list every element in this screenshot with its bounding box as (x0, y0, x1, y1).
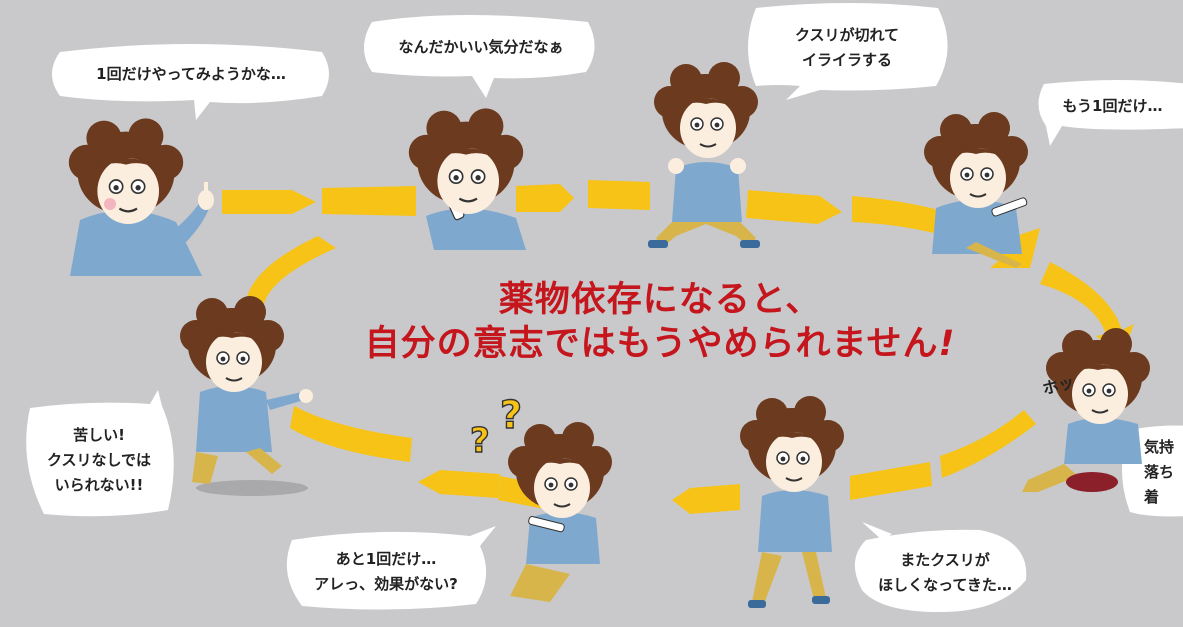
question-marks: ? ? (469, 392, 522, 461)
bubble-trying-text: 1回だけやってみようかな… (96, 64, 286, 83)
arrow-top-3 (516, 184, 574, 212)
figure-confused (507, 421, 613, 602)
arrow-bottom-1 (850, 462, 932, 500)
arrow-left-2 (246, 236, 336, 304)
figure-relieved (1022, 327, 1151, 492)
bubble-confused: あと1回だけ… アレっ、効果がない? (286, 536, 486, 608)
arrow-bottom-right (940, 410, 1036, 478)
bubble-7-shape (286, 526, 496, 610)
bubble-craving-text: またクスリが ほしくなってきた… (878, 551, 1012, 594)
arrow-left-1 (290, 406, 412, 462)
figure-suffering (179, 295, 313, 496)
bubble-irritated: クスリが切れて イライラする (752, 10, 942, 86)
bubble-3-shape (748, 3, 948, 100)
figure-happy (407, 107, 526, 250)
bubble-6-shape (854, 522, 1027, 612)
bubble-one-more-text: もう1回だけ… (1062, 96, 1163, 115)
arrow-top-1 (222, 190, 316, 214)
bubble-trying: 1回だけやってみようかな… (56, 52, 326, 96)
bubble-8-shape (26, 390, 174, 517)
headline-line-1: 薬物依存になると、 (498, 280, 822, 320)
svg-text:?: ? (500, 393, 522, 437)
bubble-confused-text: あと1回だけ… アレっ、効果がない? (314, 550, 458, 593)
bubble-happy-text: なんだかいい気分だなぁ (398, 37, 564, 56)
figure-irritated (648, 61, 760, 248)
bubble-4-shape (1038, 80, 1183, 146)
headline-line-2: 自分の意志ではもうやめられません! (364, 324, 956, 364)
bubble-suffering-text: 苦しい! クスリなしでは いられない!! (46, 425, 152, 494)
headline: 薬物依存になると、 自分の意志ではもうやめられません! (320, 278, 1000, 366)
arrow-top-4 (588, 180, 650, 210)
bubble-happy: なんだかいい気分だなぁ (368, 22, 594, 72)
bubble-relieved-text: 気持 落ち着 (1144, 437, 1175, 506)
svg-text:?: ? (470, 421, 490, 461)
arrow-bottom-3 (418, 470, 500, 498)
bubble-relieved: 気持 落ち着 (1138, 430, 1183, 514)
bubble-shapes (26, 3, 1183, 612)
bubble-2-shape (364, 15, 595, 98)
arrow-top-2 (322, 186, 416, 216)
figure-trying (67, 117, 214, 276)
arrow-top-5 (746, 190, 842, 224)
headline-exclamation: ! (938, 324, 956, 364)
bubble-craving: またクスリが ほしくなってきた… (860, 534, 1030, 612)
bubble-one-more: もう1回だけ… (1042, 84, 1183, 128)
figure-using-again (923, 111, 1029, 268)
bubble-suffering: 苦しい! クスリなしでは いられない!! (24, 404, 174, 516)
arrow-bottom-2 (672, 484, 740, 514)
bubble-1-shape (52, 44, 329, 120)
figure-craving (739, 395, 845, 608)
bubble-irritated-text: クスリが切れて イライラする (794, 26, 900, 69)
